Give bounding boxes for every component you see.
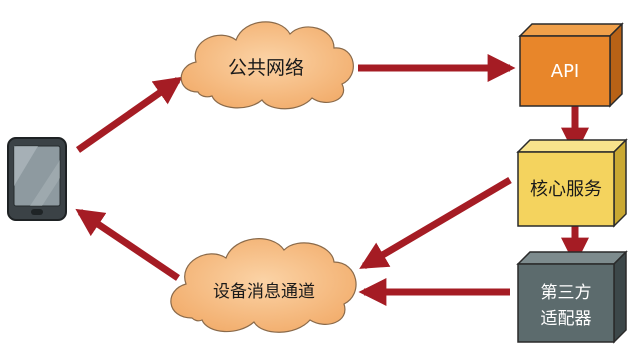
device-phone: [7, 137, 67, 221]
cloud-device-channel: 设备消息通道: [170, 238, 357, 333]
api-label: API: [551, 61, 579, 82]
adapter-label-line2: 适配器: [541, 309, 592, 329]
box-adapter: 第三方 适配器: [516, 250, 628, 344]
core-service-label: 核心服务: [530, 179, 602, 200]
arrow-device-channel-to-device: [75, 208, 180, 281]
box-core-service: 核心服务: [516, 138, 628, 228]
arrow-device-to-public-network: [75, 76, 183, 153]
arrow-core-service-to-device-channel: [359, 176, 512, 270]
adapter-label-line1: 第三方: [541, 283, 592, 303]
cloud-public-network: 公共网络: [180, 21, 354, 110]
arrows: [75, 54, 589, 306]
box-api: API: [518, 22, 624, 108]
device-channel-label: 设备消息通道: [213, 282, 315, 302]
public-network-label: 公共网络: [228, 57, 304, 79]
